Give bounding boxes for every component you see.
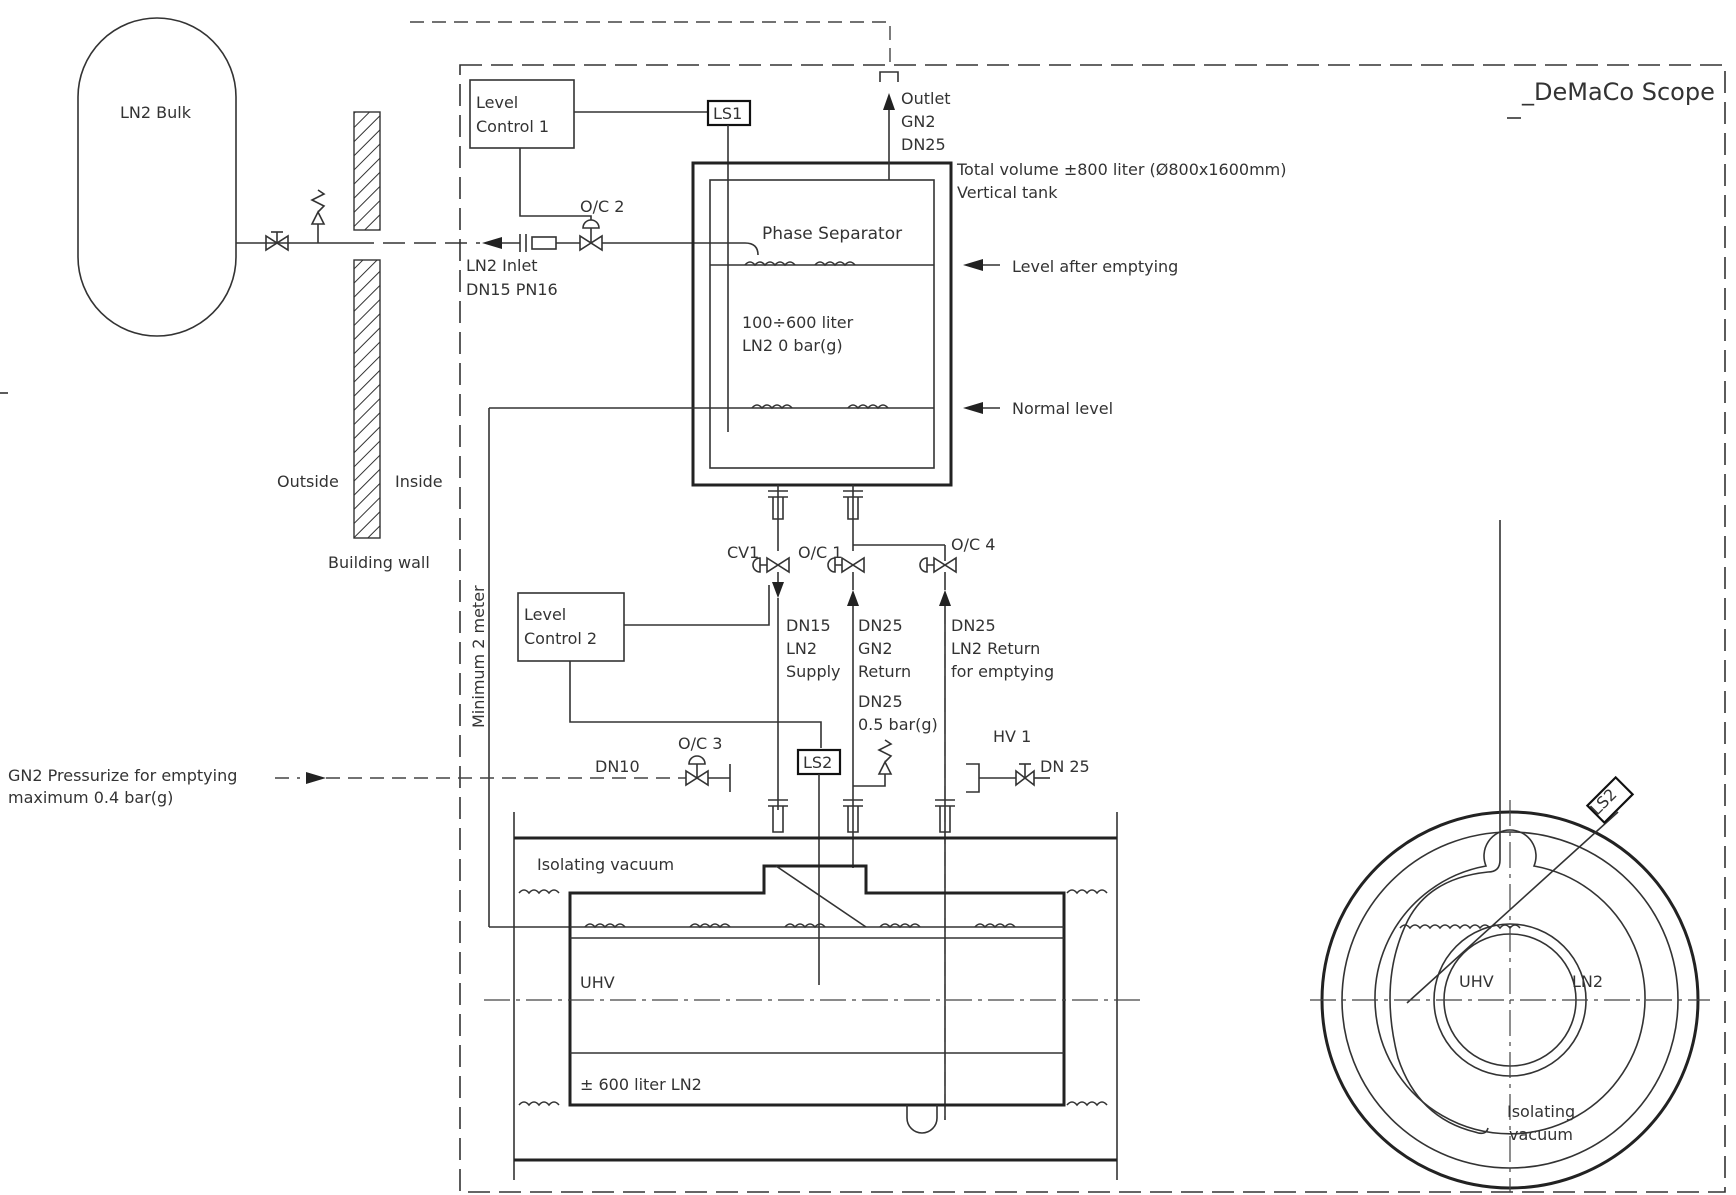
ln2-bulk-label: LN2 Bulk <box>120 103 192 122</box>
valve-cv1-label: CV1 <box>727 543 759 562</box>
building-wall <box>353 111 381 539</box>
outlet-label-3: DN25 <box>901 135 946 154</box>
valve-oc1-label: O/C 1 <box>798 543 842 562</box>
gn2-return-label-3: Return <box>858 662 911 681</box>
horizontal-cryostat <box>484 812 1145 1180</box>
tank-type-label: Vertical tank <box>957 183 1058 202</box>
valve-cv1 <box>752 556 790 574</box>
level-control-2-box <box>517 585 822 748</box>
pressurize-label-1: GN2 Pressurize for emptying <box>8 766 237 785</box>
ln2-bulk-tank <box>77 17 237 337</box>
supply-line-label-1: DN15 <box>786 616 831 635</box>
isolating-vacuum-label: Isolating vacuum <box>537 855 674 874</box>
building-wall-label: Building wall <box>328 553 430 572</box>
tank-bottom-connections <box>768 485 946 561</box>
level-arrows <box>963 259 1000 414</box>
ln2-return-label-3: for emptying <box>951 662 1054 681</box>
relief-label-2: 0.5 bar(g) <box>858 715 938 734</box>
section-uhv-label: UHV <box>1459 972 1494 991</box>
inlet-label-2: DN15 PN16 <box>466 280 558 299</box>
outlet-label-1: Outlet <box>901 89 951 108</box>
section-isolating-label-1: Isolating <box>1507 1102 1575 1121</box>
vertical-transfer-lines <box>772 572 951 1120</box>
phase-separator-label: Phase Separator <box>762 224 902 244</box>
dn10-label: DN10 <box>595 757 640 776</box>
tank-content-label-2: LN2 0 bar(g) <box>742 336 843 355</box>
normal-level-label: Normal level <box>1012 399 1113 418</box>
pressurize-label-2: maximum 0.4 bar(g) <box>8 788 173 807</box>
valve-oc4-label: O/C 4 <box>951 535 995 554</box>
valve-oc2-label: O/C 2 <box>580 197 624 216</box>
cross-section-view <box>1310 520 1710 1192</box>
supply-line-label-3: Supply <box>786 662 841 681</box>
minimum-height-label: Minimum 2 meter <box>469 585 488 728</box>
vessel-volume-label: ± 600 liter LN2 <box>580 1075 702 1094</box>
ln2-return-label-2: LN2 Return <box>951 639 1040 658</box>
vessel-uhv-label: UHV <box>580 973 615 992</box>
section-isolating-label-2: vacuum <box>1509 1125 1573 1144</box>
relief-label-1: DN25 <box>858 692 903 711</box>
phase-separator-tank <box>691 161 953 487</box>
supply-line-label-2: LN2 <box>786 639 817 658</box>
gn2-pressurize-line <box>275 755 731 792</box>
level-control-1-label-1: Level <box>476 93 518 112</box>
ln2-return-label-1: DN25 <box>951 616 996 635</box>
valve-hv1-label: HV 1 <box>993 727 1031 746</box>
level-control-1-box <box>469 79 708 149</box>
level-control-2-label-2: Control 2 <box>524 629 597 648</box>
relief-valve <box>853 739 893 787</box>
gn2-outlet <box>879 71 899 180</box>
scope-boundary <box>0 21 1726 1193</box>
minimum-height-dimension <box>488 407 710 928</box>
bulk-supply-line <box>236 189 557 252</box>
ls2-label: LS2 <box>803 753 832 772</box>
valve-oc3-label: O/C 3 <box>678 734 722 753</box>
ls1-label: LS1 <box>713 104 742 123</box>
level-control-1-label-2: Control 1 <box>476 117 549 136</box>
valve-oc1 <box>827 556 865 574</box>
level-control-2-label-1: Level <box>524 605 566 624</box>
tank-content-label-1: 100÷600 liter <box>742 313 854 332</box>
gn2-return-label-2: GN2 <box>858 639 893 658</box>
gn2-return-label-1: DN25 <box>858 616 903 635</box>
inlet-line-inside <box>519 148 759 256</box>
dn25-label: DN 25 <box>1040 757 1090 776</box>
wall-outside-label: Outside <box>277 472 339 491</box>
wall-inside-label: Inside <box>395 472 443 491</box>
section-ln2-label: LN2 <box>1572 972 1603 991</box>
ls2-sensor <box>796 748 842 776</box>
ls1-sensor <box>706 99 752 127</box>
vessel-nozzles <box>768 799 955 833</box>
inlet-label-1: LN2 Inlet <box>466 256 538 275</box>
valve-oc4 <box>919 556 957 574</box>
level-after-emptying-label: Level after emptying <box>1012 257 1178 276</box>
scope-label: _DeMaCo Scope <box>1521 78 1715 106</box>
hv1-line <box>966 763 1050 793</box>
outlet-label-2: GN2 <box>901 112 936 131</box>
tank-volume-label: Total volume ±800 liter (Ø800x1600mm) <box>956 160 1287 179</box>
